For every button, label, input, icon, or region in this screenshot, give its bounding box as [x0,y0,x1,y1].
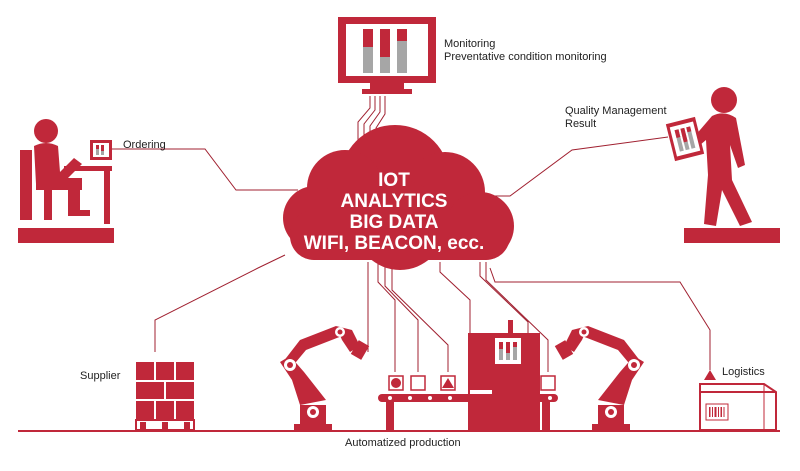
connector-lines [112,96,711,372]
supplier-pallet-graphic [135,362,195,431]
robot-arm-left-graphic [280,326,370,430]
machine-graphic [468,320,540,430]
cloud-line-wifi-beacon: WIFI, BEACON, ecc. [303,233,485,254]
monitor-graphic [338,17,436,94]
label-ordering: Ordering [123,139,166,151]
ordering-person-graphic [18,119,114,243]
label-monitoring-sub: Preventative condition monitoring [444,51,607,63]
label-automatized-production: Automatized production [345,437,461,449]
line-ordering [112,148,298,191]
cloud-line-big-data: BIG DATA [349,212,439,233]
quality-person-graphic [665,87,780,243]
line-logistics [489,267,711,370]
label-quality-result: Result [565,118,597,130]
robot-arm-right-graphic [554,326,644,430]
label-logistics: Logistics [722,366,765,378]
cloud-shape [283,125,514,270]
logistics-box-graphic [699,370,777,431]
cloud-line-analytics: ANALYTICS [340,191,448,212]
label-quality-management: Quality Management [565,105,667,117]
line-supplier [154,254,286,352]
label-monitoring: Monitoring [444,38,496,50]
label-supplier: Supplier [80,370,121,382]
floor-line [18,430,780,432]
cloud-line-iot: IOT [378,170,410,191]
